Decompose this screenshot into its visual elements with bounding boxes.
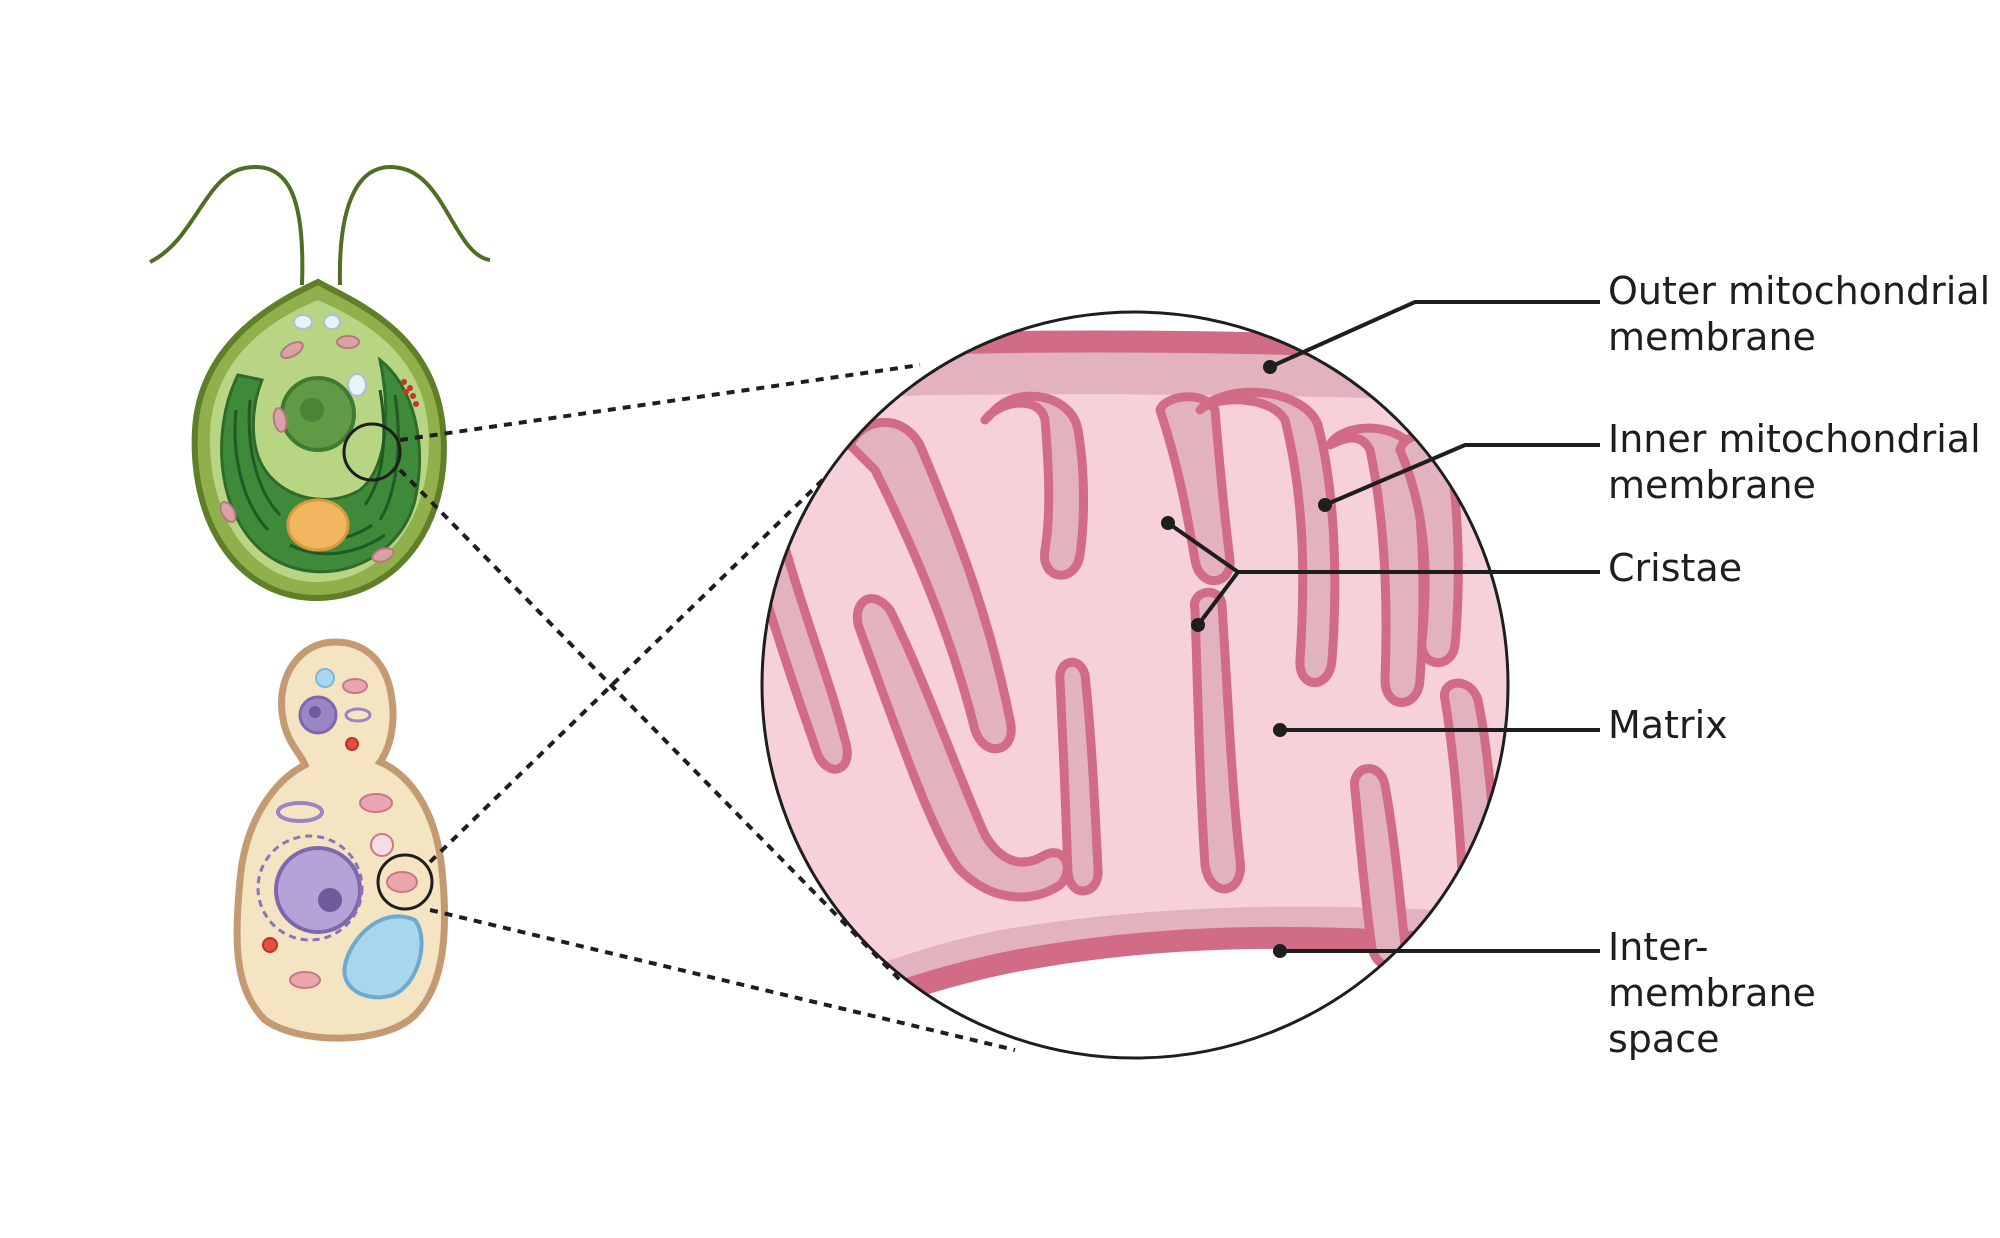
cristae-folds <box>762 387 1500 971</box>
yeast-golgi <box>276 801 324 823</box>
zoom-line-yeast-bottom <box>429 908 1016 1052</box>
leader-outer-membrane <box>1269 300 1600 369</box>
flagellum-right <box>337 165 491 286</box>
label-ims-line-1: Inter- <box>1608 925 1709 969</box>
label-inner-mitochondrial-membrane: Inner mitochondrial membrane <box>1608 416 1981 508</box>
algae-mitochondrion-3 <box>272 407 288 433</box>
algae-zoom-circle <box>342 422 402 482</box>
leader-lines <box>1166 300 1600 953</box>
bud-golgi <box>344 707 372 723</box>
yeast-mitochondrion-1 <box>359 793 393 813</box>
yeast-mitochondrion-2 <box>386 871 418 893</box>
dot-matrix <box>1273 723 1287 737</box>
label-outer-line-2: membrane <box>1608 315 1816 359</box>
yeast-cell <box>233 638 448 1042</box>
label-intermembrane-space: Inter- membrane space <box>1608 924 1816 1062</box>
pyrenoid <box>286 498 350 552</box>
leader-inner-membrane <box>1324 443 1600 507</box>
yeast-nucleus <box>274 846 362 934</box>
dot-intermembrane <box>1273 944 1287 958</box>
algae-mitochondrion-5 <box>371 547 395 563</box>
bud-vacuole <box>315 668 335 688</box>
yeast-zoom-circle <box>376 853 434 911</box>
yeast-nucleolus <box>318 888 342 912</box>
algae-nucleolus <box>300 398 324 422</box>
eyespot <box>401 379 419 407</box>
leader-cristae-bottom <box>1196 570 1240 627</box>
flagellum-left <box>149 165 305 286</box>
yeast-vacuole <box>342 914 424 1000</box>
contractile-vacuole-right <box>323 314 341 330</box>
label-inner-line-2: membrane <box>1608 463 1816 507</box>
label-ims-line-2: membrane <box>1608 971 1816 1015</box>
bud-peroxisome <box>345 737 359 751</box>
algae-mitochondrion-1 <box>280 341 304 359</box>
label-cristae-text: Cristae <box>1608 546 1743 590</box>
contractile-vacuole-left <box>293 314 313 330</box>
yeast-peroxisome <box>262 937 278 953</box>
leader-dots <box>1161 360 1332 958</box>
yeast-er <box>256 834 364 942</box>
yeast-mitochondrion-3 <box>289 971 321 989</box>
bud-nucleolus <box>309 706 321 718</box>
label-outer-line-1: Outer mitochondrial <box>1608 269 1991 313</box>
label-matrix: Matrix <box>1608 702 1728 748</box>
algae-mitochondrion-2 <box>336 335 360 349</box>
algae-vesicle <box>347 373 367 397</box>
bud-mitochondrion <box>342 678 368 694</box>
dot-cristae-top <box>1161 516 1175 530</box>
zoom-circle-outline <box>760 310 1510 1060</box>
dot-outer-membrane <box>1263 360 1277 374</box>
algae-mitochondrion-4 <box>219 501 237 523</box>
dot-cristae-bottom <box>1191 618 1205 632</box>
dot-inner-membrane <box>1318 498 1332 512</box>
zoom-line-algae-top <box>399 363 921 442</box>
label-matrix-text: Matrix <box>1608 703 1728 747</box>
label-ims-line-3: space <box>1608 1017 1720 1061</box>
yeast-lysosome <box>370 833 394 857</box>
outer-membrane-band <box>762 330 1508 363</box>
label-outer-mitochondrial-membrane: Outer mitochondrial membrane <box>1608 268 1990 360</box>
label-inner-line-1: Inner mitochondrial <box>1608 417 1981 461</box>
label-cristae: Cristae <box>1608 545 1742 591</box>
algae-cell <box>149 165 491 602</box>
